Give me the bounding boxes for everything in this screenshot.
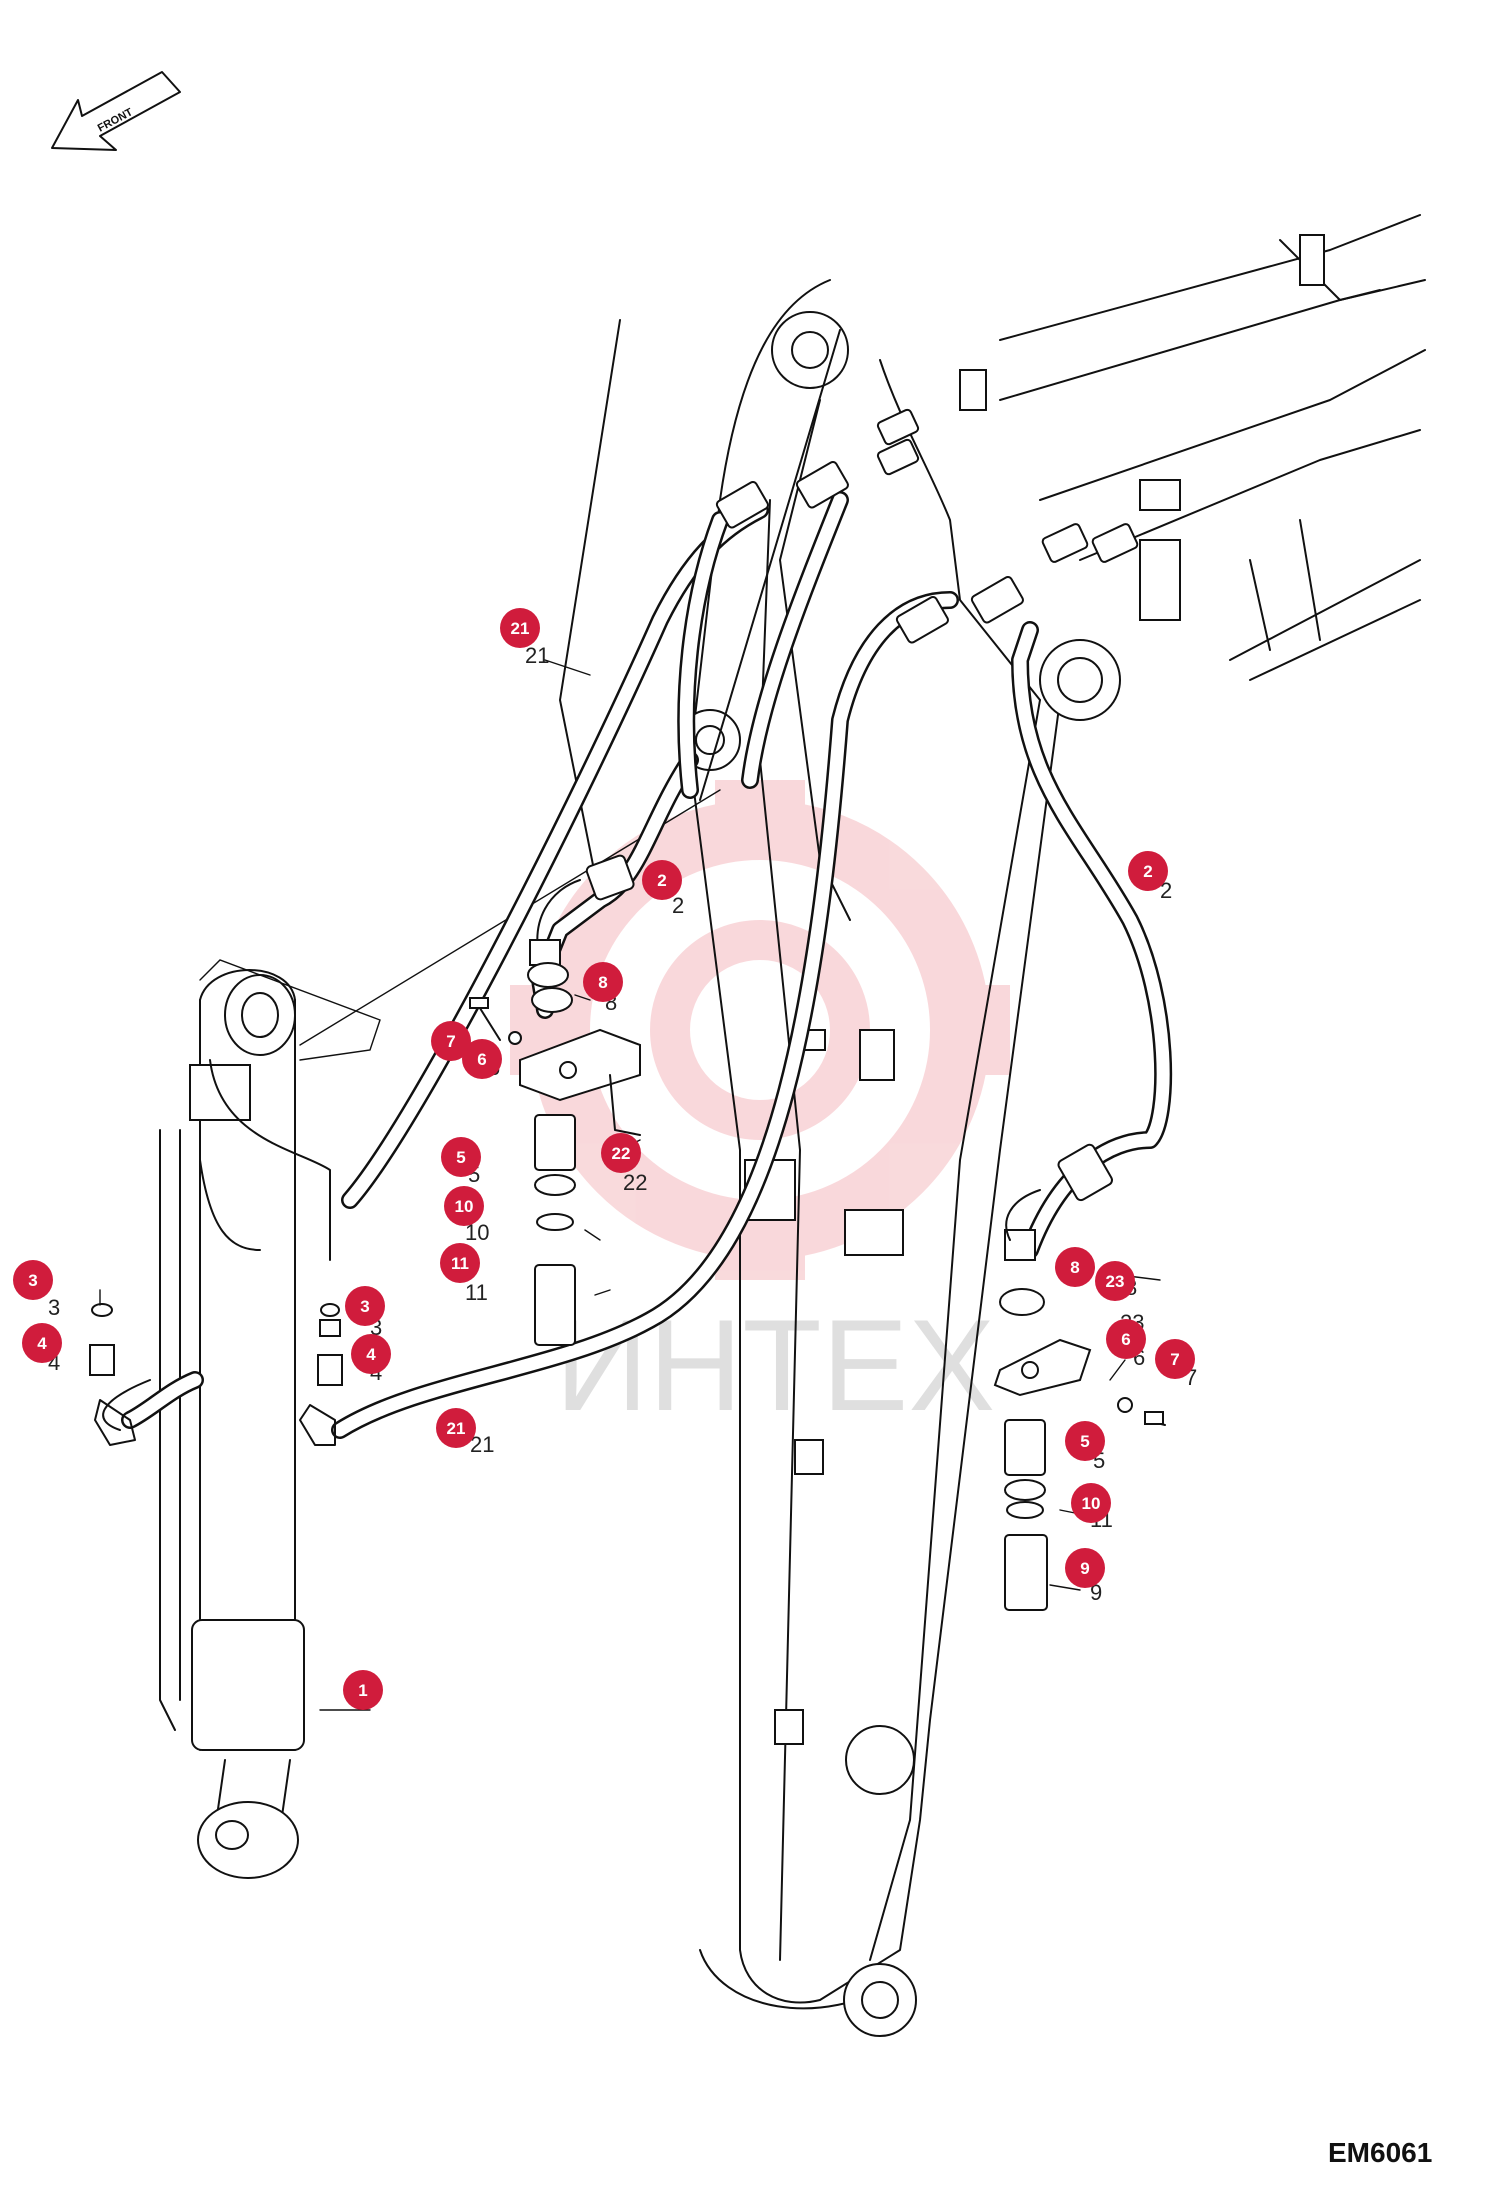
svg-text:22: 22 [612,1144,631,1163]
upper-boom [959,214,1426,681]
svg-text:2: 2 [1143,862,1152,881]
plain-number-21a: 21 [525,643,549,668]
svg-text:2: 2 [657,871,666,890]
watermark-text: ИНТЕХ [555,1292,995,1438]
plain-number-2a: 2 [672,893,684,918]
svg-text:10: 10 [1082,1494,1101,1513]
callout-badge-10b[interactable]: 10 [1071,1483,1111,1523]
hydraulic-hoses [121,491,1173,1439]
svg-text:4: 4 [37,1334,47,1353]
svg-text:5: 5 [456,1148,465,1167]
svg-text:3: 3 [360,1297,369,1316]
callout-badge-2a[interactable]: 2 [642,860,682,900]
boom-cylinder [102,789,721,1879]
plain-number-3a: 3 [48,1295,60,1320]
callout-badge-7b[interactable]: 7 [1155,1339,1195,1379]
svg-text:8: 8 [598,973,607,992]
svg-text:7: 7 [1170,1350,1179,1369]
callout-badges: 1 2 2 3 3 4 4 5 5 6 6 7 7 8 8 9 10 10 11… [13,608,1195,1710]
callout-badge-21a[interactable]: 21 [500,608,540,648]
callout-badge-21b[interactable]: 21 [436,1408,476,1448]
svg-text:8: 8 [1070,1258,1079,1277]
callout-badge-2b[interactable]: 2 [1128,851,1168,891]
fittings [89,408,1166,1611]
svg-text:23: 23 [1106,1272,1125,1291]
svg-text:21: 21 [447,1419,466,1438]
svg-text:21: 21 [511,619,530,638]
callout-badge-1[interactable]: 1 [343,1670,383,1710]
callout-badge-8b[interactable]: 8 [1055,1247,1095,1287]
svg-text:6: 6 [1121,1330,1130,1349]
callout-badge-3a[interactable]: 3 [13,1260,53,1300]
watermark-logo [510,780,1010,1280]
callout-badge-7a[interactable]: 7 [431,1021,471,1061]
svg-text:1: 1 [358,1681,367,1700]
callout-badge-6b[interactable]: 6 [1106,1319,1146,1359]
callout-badge-3b[interactable]: 3 [345,1286,385,1326]
callout-badge-8a[interactable]: 8 [583,962,623,1002]
callout-badge-4a[interactable]: 4 [22,1323,62,1363]
svg-text:6: 6 [477,1050,486,1069]
callout-badge-5b[interactable]: 5 [1065,1421,1105,1461]
svg-text:10: 10 [455,1197,474,1216]
callout-badge-5a[interactable]: 5 [441,1137,481,1177]
plain-number-22: 22 [623,1170,647,1195]
callout-badge-6a[interactable]: 6 [462,1039,502,1079]
callout-badge-11[interactable]: 11 [440,1243,480,1283]
callout-badge-23[interactable]: 23 [1095,1261,1135,1301]
callout-badge-9[interactable]: 9 [1065,1548,1105,1588]
callout-badge-22[interactable]: 22 [601,1133,641,1173]
callout-badge-4b[interactable]: 4 [351,1334,391,1374]
plain-number-2b: 2 [1160,878,1172,903]
svg-text:7: 7 [446,1032,455,1051]
svg-text:4: 4 [366,1345,376,1364]
callout-badge-10a[interactable]: 10 [444,1186,484,1226]
drawing-code: EM6061 [1328,2137,1432,2168]
svg-text:9: 9 [1080,1559,1089,1578]
svg-text:3: 3 [28,1271,37,1290]
svg-text:11: 11 [451,1254,469,1273]
plain-number-11: 11 [465,1280,488,1305]
svg-text:5: 5 [1080,1432,1089,1451]
front-arrow-icon: FRONT [51,71,181,151]
